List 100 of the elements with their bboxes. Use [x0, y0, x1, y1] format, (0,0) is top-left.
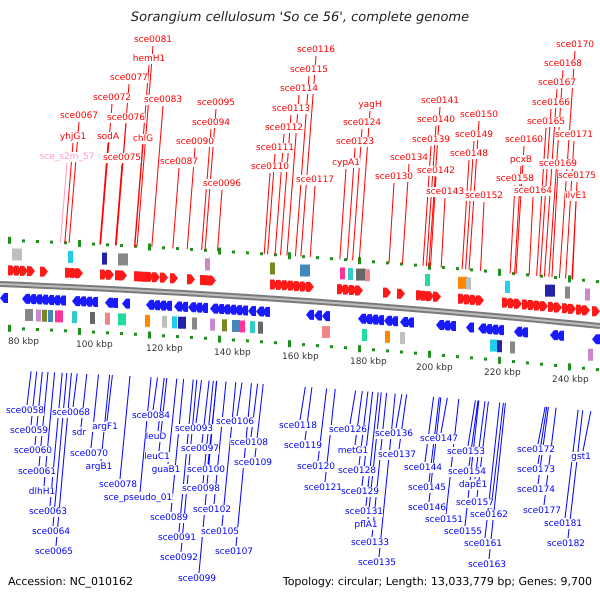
- gene-label: sce0120: [296, 462, 336, 472]
- gene-label: sce0157: [456, 498, 494, 508]
- gene-label: sce0123: [336, 137, 374, 147]
- gene-label: sce0177: [522, 506, 562, 516]
- gene-label: sdr: [72, 428, 86, 438]
- gene-label: sce0060: [14, 446, 52, 456]
- leader-line: [468, 400, 476, 446]
- gene-label: leuC1: [144, 452, 170, 462]
- gene-label: sce0124: [342, 118, 382, 128]
- gene-label: sce0078: [98, 480, 138, 490]
- leader-line: [572, 202, 576, 280]
- gene-label: hemH1: [132, 54, 166, 64]
- leader-line: [318, 388, 328, 462]
- leader-line: [106, 374, 113, 422]
- leader-line: [440, 397, 448, 434]
- gene-label: sce0170: [556, 40, 594, 50]
- diagram-title: Sorangium cellulosum 'So ce 56', complete genome: [130, 10, 470, 25]
- leader-line: [490, 402, 504, 510]
- gene-label: sce0130: [374, 172, 414, 182]
- leader-line: [536, 128, 546, 276]
- leader-line: [430, 176, 436, 267]
- gene-label: sce0105: [200, 527, 240, 537]
- gene-label: pflA1: [354, 520, 378, 530]
- gene-label: sce0076: [106, 113, 146, 123]
- leader-line: [286, 94, 300, 256]
- leader-line: [60, 162, 68, 244]
- leader-line: [116, 124, 126, 246]
- gene-label: sce0109: [234, 458, 272, 468]
- scale-label: 240 kbp: [552, 374, 589, 385]
- gene-label: sce0065: [34, 547, 74, 557]
- gene-label: sce0118: [278, 421, 318, 431]
- gene-label: sce0077: [110, 73, 148, 83]
- leader-line: [26, 370, 32, 406]
- leader-line: [52, 372, 68, 526]
- leader-line: [134, 64, 150, 247]
- gene-label: sce0169: [538, 159, 578, 169]
- gene-label: sce0091: [158, 533, 196, 543]
- gene-label: sce0168: [544, 59, 582, 69]
- gene-label: guaB1: [152, 465, 180, 475]
- leader-line: [462, 160, 470, 270]
- gene-label: sce0063: [28, 507, 68, 517]
- leader-line: [350, 390, 356, 424]
- scale-label: 200 kbp: [416, 362, 453, 373]
- leader-line: [168, 378, 178, 464]
- leader-line: [480, 202, 484, 272]
- leader-line: [402, 164, 410, 265]
- gene-label: sce0131: [344, 507, 384, 517]
- gene-label: chlG: [132, 134, 154, 144]
- gene-label: cypA1: [332, 158, 360, 168]
- gene-label: argB1: [86, 462, 112, 472]
- gene-label: sce0152: [464, 191, 504, 201]
- gene-label: sce0160: [504, 135, 544, 145]
- gene-label: sce0075: [102, 153, 142, 163]
- leader-line: [140, 376, 152, 492]
- gene-label: sce0161: [464, 539, 502, 549]
- leader-line: [72, 372, 78, 408]
- gene-label: sce0068: [52, 408, 90, 418]
- gene-label: sce0058: [6, 406, 44, 416]
- gene-label: sce0093: [174, 424, 214, 434]
- gene-label: sce0141: [420, 96, 460, 106]
- gene-label: sce0150: [460, 110, 498, 120]
- leader-line: [440, 198, 446, 268]
- gene-label: sce0089: [150, 513, 188, 523]
- gene-label: sce0059: [10, 426, 48, 436]
- gene-label: sce0121: [304, 483, 342, 493]
- gene-label: sce0064: [32, 527, 70, 537]
- gene-label: sce0136: [374, 429, 414, 439]
- gene-label: leuD: [146, 432, 166, 442]
- leader-line: [538, 406, 546, 444]
- gene-label: sce0164: [514, 186, 552, 196]
- scale-label: 160 kbp: [282, 352, 319, 362]
- gene-label: sce0115: [290, 65, 328, 75]
- leader-line: [254, 384, 264, 458]
- gene-label: sce0111: [256, 143, 294, 153]
- scale-label: 100 kbp: [76, 340, 113, 350]
- gene-label: sce0112: [264, 123, 304, 133]
- leader-line: [300, 386, 306, 420]
- genome-info-text: Topology: circular; Length: 13,033,779 bp; Genes: 9,700: [282, 575, 592, 588]
- gene-label: sce0163: [468, 560, 506, 570]
- gene-label: sce0172: [516, 445, 556, 455]
- leader-line: [99, 142, 108, 245]
- gene-label: sce0094: [192, 118, 230, 128]
- gene-label: sce0097: [180, 444, 220, 454]
- gene-label: sce0167: [538, 78, 576, 88]
- gene-label: sce0171: [554, 130, 594, 140]
- gene-label: dlhH1: [28, 487, 56, 497]
- gene-label: sce0151: [424, 515, 464, 525]
- leader-line: [551, 170, 558, 278]
- scale-label: 80 kbp: [8, 336, 39, 347]
- leader-line: [136, 46, 154, 247]
- scale-label: 180 kbp: [350, 357, 387, 368]
- gene-label: sce0090: [176, 137, 214, 147]
- accession-text: Accession: NC_010162: [8, 575, 134, 588]
- gene-label: sce0096: [202, 179, 242, 189]
- leader-line: [267, 154, 276, 255]
- leader-line: [528, 196, 534, 276]
- gene-label: sce0070: [70, 449, 108, 459]
- gene-label: sce0081: [134, 35, 172, 45]
- leader-line: [538, 406, 548, 464]
- gene-label: sce0100: [186, 465, 226, 475]
